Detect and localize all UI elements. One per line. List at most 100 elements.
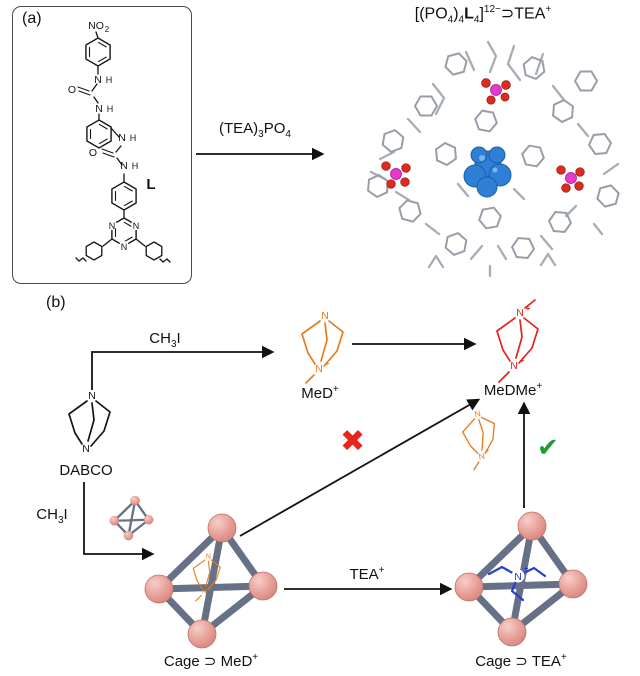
h-atom-label: H — [130, 133, 137, 143]
cage-vertex-sphere — [517, 511, 547, 541]
stick-phenyl — [585, 129, 615, 159]
n-atom-label: N — [133, 221, 140, 231]
h-atom-label: H — [106, 75, 113, 85]
n-atom-label: N — [321, 310, 329, 322]
blocked-arrow — [239, 398, 481, 537]
o-atom-label: O — [68, 84, 76, 96]
cage-vertex-sphere — [497, 617, 527, 647]
phenyl-ring — [145, 241, 163, 261]
phosphate-cluster — [556, 165, 585, 193]
n-atom-label: N — [109, 221, 116, 231]
ligand-letter-label: L — [146, 176, 155, 193]
encapsulation-arrow — [83, 482, 155, 561]
n-atom-label: N — [94, 74, 102, 86]
methylation-arrow-top — [91, 345, 275, 390]
cage-vertex-sphere — [454, 572, 484, 602]
phenyl-ring — [85, 241, 103, 261]
o-atom-label: O — [89, 147, 97, 159]
plus-charge: + — [485, 448, 490, 456]
benzene-ring — [111, 181, 137, 211]
plus-charge: + — [524, 563, 529, 573]
stick-phenyl — [443, 230, 469, 258]
product-formula: [(PO4)4L4]12−⊃TEA+ — [414, 4, 552, 26]
n-atom-label: N — [516, 307, 524, 319]
reagent-label: (TEA)3PO4 — [219, 120, 291, 140]
stick-phenyl — [476, 203, 504, 233]
cage-med-structure: N N + — [144, 513, 278, 649]
med-guest: N N + — [192, 554, 221, 602]
dabco-label: DABCO — [59, 462, 113, 479]
tea-guest: N + — [487, 563, 547, 602]
n-atom-label: N — [82, 443, 90, 455]
cage-vertex-sphere — [558, 569, 588, 599]
h-atom-label: H — [132, 161, 139, 171]
methyl-bond — [498, 299, 536, 383]
methyl-bond — [305, 374, 315, 384]
benzene-ring — [86, 119, 112, 149]
cage-vertex-sphere — [144, 574, 174, 604]
n-atom-label: N — [202, 589, 207, 596]
benzene-ring — [85, 37, 111, 67]
panel-a-label: (a) — [22, 10, 42, 27]
plus-charge: + — [208, 586, 212, 592]
h-atom-label: H — [107, 104, 114, 114]
stick-phenyl — [366, 173, 390, 199]
stick-phenyl — [411, 90, 441, 122]
cage-tea-structure: N + — [454, 511, 588, 647]
dabco-structure: N N — [68, 390, 111, 455]
stick-phenyl — [380, 127, 406, 155]
cage-crystal-structure — [366, 40, 622, 278]
n-atom-label: N — [88, 390, 96, 402]
ch3i-label-left: CH3I — [36, 506, 68, 526]
stick-phenyl — [434, 141, 458, 167]
cage-vertex-sphere — [187, 619, 217, 649]
n-atom-label: N — [514, 571, 522, 583]
reagent-text: (TEA) — [219, 120, 259, 137]
medme-label: MeDMe+ — [483, 381, 543, 399]
n-atom-label: N — [121, 242, 128, 252]
small-cage-icon — [109, 495, 154, 541]
medme-structure: N + N + — [496, 299, 539, 383]
plus-charge: + — [325, 358, 330, 368]
panel-a-box — [12, 6, 192, 284]
tea-label: TEA+ — [349, 565, 385, 583]
methyl-bond — [473, 461, 480, 471]
stick-phenyl — [396, 196, 424, 226]
cross-icon: ✖ — [340, 425, 366, 458]
panel-b-label: (b) — [46, 294, 66, 311]
stick-phenyl — [472, 106, 500, 136]
cage-med-label: Cage ⊃ MeD+ — [163, 652, 259, 670]
n-atom-label: N — [474, 408, 482, 419]
cage-tea-label: Cage ⊃ TEA+ — [475, 652, 567, 670]
stick-phenyl — [442, 49, 470, 79]
ch3i-label-top: CH3I — [149, 330, 181, 350]
med-structure: N N + — [301, 310, 344, 384]
plus-charge: + — [526, 303, 531, 313]
phosphate-cluster — [381, 161, 411, 189]
stick-phenyl — [517, 140, 549, 172]
ligand-structure: NO 2 N H O N H N H O N H N N N L — [68, 20, 171, 263]
cage-vertex-sphere — [207, 513, 237, 543]
nitro-group-label: NO — [88, 20, 104, 32]
cage-vertex-sphere — [248, 571, 278, 601]
stick-phenyl — [594, 181, 622, 211]
nitro-sub-label: 2 — [105, 25, 110, 34]
n-atom-label: N — [120, 160, 128, 172]
stick-phenyl — [507, 232, 539, 264]
check-icon: ✔ — [537, 432, 559, 462]
tea-guest-spacefill — [463, 146, 512, 198]
plus-charge: + — [520, 355, 525, 365]
methyl-bond — [195, 594, 202, 602]
n-atom-label: N — [478, 450, 486, 461]
n-atom-label: N — [95, 103, 103, 115]
n-atom-label: N — [206, 554, 211, 561]
med-label: MeD+ — [301, 384, 339, 402]
n-atom-label: N — [510, 360, 518, 372]
stick-phenyl — [551, 98, 575, 124]
released-med-structure: N N + — [459, 408, 501, 471]
n-atom-label: N — [118, 132, 126, 144]
phosphate-cluster — [481, 78, 511, 105]
n-atom-label: N — [315, 363, 323, 375]
stick-phenyl — [571, 65, 601, 97]
